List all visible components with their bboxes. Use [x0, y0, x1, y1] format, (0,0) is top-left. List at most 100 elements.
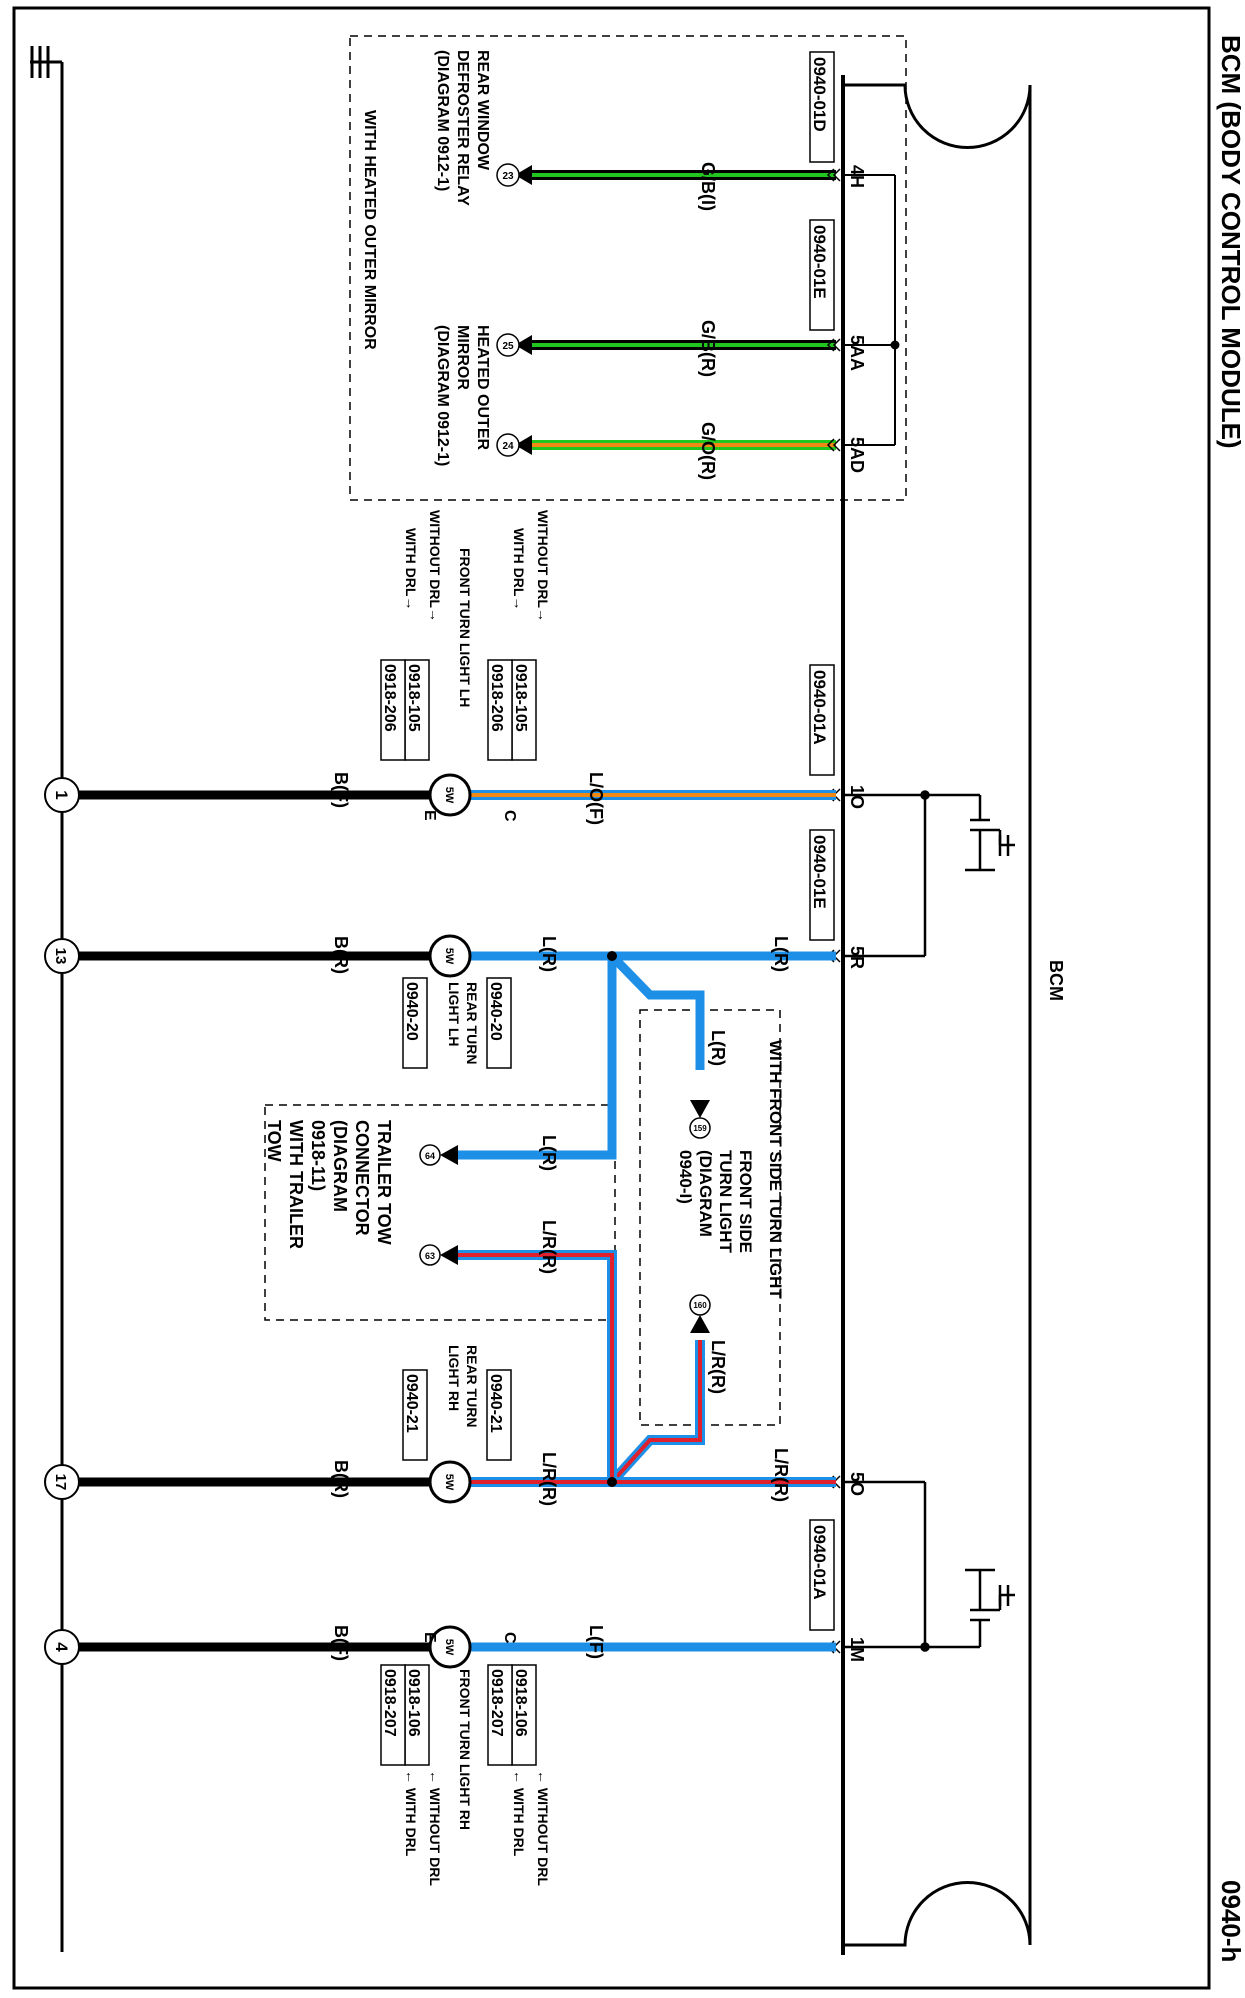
wire-label-l-f: L(F)	[586, 1625, 606, 1659]
mirror-label-2: MIRROR	[454, 325, 471, 390]
wire-label-lo-f: L/O(F)	[586, 772, 606, 825]
ground-4: 4	[52, 1642, 71, 1652]
rear-lh-ref-2: 0940-20	[403, 982, 420, 1041]
ground-13-circle	[44, 938, 80, 974]
front-side-label-2: TURN LIGHT	[716, 1150, 735, 1254]
front-lh-ref-4: 0918-206	[381, 664, 398, 732]
terminal-24: 24	[502, 441, 514, 452]
terminal-63: 63	[425, 1251, 435, 1261]
wire-label-l-r-branch: L(R)	[708, 1030, 728, 1066]
svg-text:5W: 5W	[443, 787, 455, 804]
front-rh-ref-1: 0918-106	[512, 1669, 529, 1737]
wire-lr-r-trailer	[548, 1250, 617, 1482]
defroster-label-3: (DIAGRAM 0912-1)	[434, 50, 451, 191]
wire-label-b-f-1: B(F)	[331, 772, 351, 808]
module-ref-boxes	[809, 51, 835, 1631]
ground-17-circle	[44, 1464, 80, 1500]
wire-label-gb-i: G/B(I)	[698, 162, 718, 211]
splice-upper	[607, 951, 617, 961]
bulb-front-rh: 5W	[428, 1625, 472, 1669]
rear-rh-name-1: REAR TURN	[464, 1345, 480, 1427]
front-lh-ref-2: 0918-206	[488, 664, 505, 732]
ref-0940-01a-b: 0940-01A	[810, 1525, 829, 1600]
rear-rh-ref-2: 0940-21	[403, 1374, 420, 1433]
front-lh-note-3: WITHOUT DRL→	[427, 510, 443, 622]
front-lh-note-1: WITHOUT DRL→	[535, 510, 551, 622]
bulb-rear-lh: 5W	[428, 934, 472, 978]
mirror-label-1: HEATED OUTER	[474, 325, 491, 450]
pin-5o: 5O	[847, 1472, 867, 1496]
ground-4-circle	[44, 1629, 80, 1665]
front-side-caption: WITH FRONT SIDE TURN LIGHT	[766, 1040, 785, 1299]
rear-lh-ref-1: 0940-20	[487, 982, 504, 1041]
front-rh-ref-4: 0918-207	[381, 1669, 398, 1737]
front-lh-pin-e: E	[421, 810, 438, 821]
front-side-label-1: FRONT SIDE	[736, 1150, 755, 1253]
bulb-front-lh: 5W	[428, 773, 472, 817]
terminal-64-circle	[419, 1144, 441, 1166]
front-rh-name: FRONT TURN LIGHT RH	[457, 1669, 473, 1830]
wire-label-lr-r-top: L/R(R)	[771, 1448, 791, 1502]
trailer-label-2: CONNECTOR	[352, 1120, 372, 1236]
bulb-rear-rh: 5W	[428, 1460, 472, 1504]
ground-13: 13	[52, 948, 69, 965]
front-rh-note-1: ← WITHOUT DRL	[535, 1770, 551, 1886]
wire-label-b-r-13: B(R)	[331, 936, 351, 974]
wire-label-lr-r-trailer: L/R(R)	[539, 1220, 559, 1274]
pin-1o: 1O	[847, 785, 867, 809]
trailer-box	[264, 1104, 616, 1321]
front-lh-ref-boxes	[380, 659, 537, 761]
rear-rh-ref-1: 0940-21	[487, 1374, 504, 1433]
terminal-63-circle	[419, 1244, 441, 1266]
internal-jumper	[843, 174, 900, 446]
front-rh-note-2: ← WITH DRL	[511, 1770, 527, 1857]
ground-1: 1	[52, 790, 71, 799]
front-rh-pin-e: E	[421, 1632, 438, 1643]
wire-label-b-r-17: B(R)	[331, 1460, 351, 1498]
terminal-arrows-side	[690, 1100, 710, 1333]
wire-lr-r-side	[608, 1340, 705, 1486]
wire-label-l-r-top: L(R)	[771, 936, 791, 972]
front-rh-pin-c: C	[501, 1632, 518, 1644]
pin-5ad: 5AD	[847, 437, 867, 473]
front-side-label-4: 0940-I)	[676, 1150, 695, 1204]
front-lh-note-4: WITH DRL→	[403, 528, 419, 610]
front-lh-name: FRONT TURN LIGHT LH	[457, 548, 473, 707]
pin-5r: 5R	[847, 946, 867, 969]
front-rh-ref-2: 0918-207	[488, 1669, 505, 1737]
terminal-23: 23	[502, 171, 514, 182]
diagram-id: 0940-h	[1216, 1880, 1245, 1962]
terminal-159-circle	[689, 1117, 711, 1139]
rear-lh-name-2: LIGHT LH	[446, 982, 462, 1047]
svg-text:5W: 5W	[443, 1474, 455, 1491]
svg-text:5W: 5W	[443, 948, 455, 965]
trailer-label-3: (DIAGRAM	[330, 1120, 350, 1212]
trailer-label-4: 0918-11)	[308, 1120, 328, 1191]
mirror-label-3: (DIAGRAM 0912-1)	[434, 325, 451, 466]
pin-1m: 1M	[847, 1637, 867, 1662]
svg-text:5W: 5W	[443, 1639, 455, 1656]
terminal-circles-mirror	[496, 163, 520, 457]
rear-lh-ref-boxes	[402, 977, 512, 1069]
wire-label-l-r-trailer: L(R)	[539, 1135, 559, 1171]
front-lh-ref-1: 0918-105	[512, 664, 529, 732]
ref-0940-01a-a: 0940-01A	[810, 670, 829, 745]
front-lh-note-2: WITH DRL→	[511, 528, 527, 610]
wire-label-lr-r-bot: L/R(R)	[539, 1452, 559, 1506]
wire-l-r-side	[608, 952, 705, 1070]
ground-17: 17	[52, 1474, 69, 1491]
rear-rh-name-2: LIGHT RH	[446, 1345, 462, 1411]
wire-label-l-r-bot: L(R)	[539, 936, 559, 972]
trailer-label-5: WITH TRAILER	[286, 1120, 306, 1249]
bcm-module-outline	[841, 83, 1032, 1947]
heated-mirror-caption: WITH HEATED OUTER MIRROR	[361, 110, 378, 350]
wire-l-r-trailer	[548, 956, 617, 1160]
wire-label-gb-r: G/B(R)	[698, 320, 718, 377]
transistor-lower	[843, 1480, 1015, 1652]
front-rh-note-3: ← WITHOUT DRL	[427, 1770, 443, 1886]
splice-lower	[607, 1477, 617, 1487]
ref-0940-01e-b: 0940-01E	[810, 835, 829, 909]
ground-1-circle	[44, 777, 80, 813]
defroster-label-2: DEFROSTER RELAY	[454, 50, 471, 206]
